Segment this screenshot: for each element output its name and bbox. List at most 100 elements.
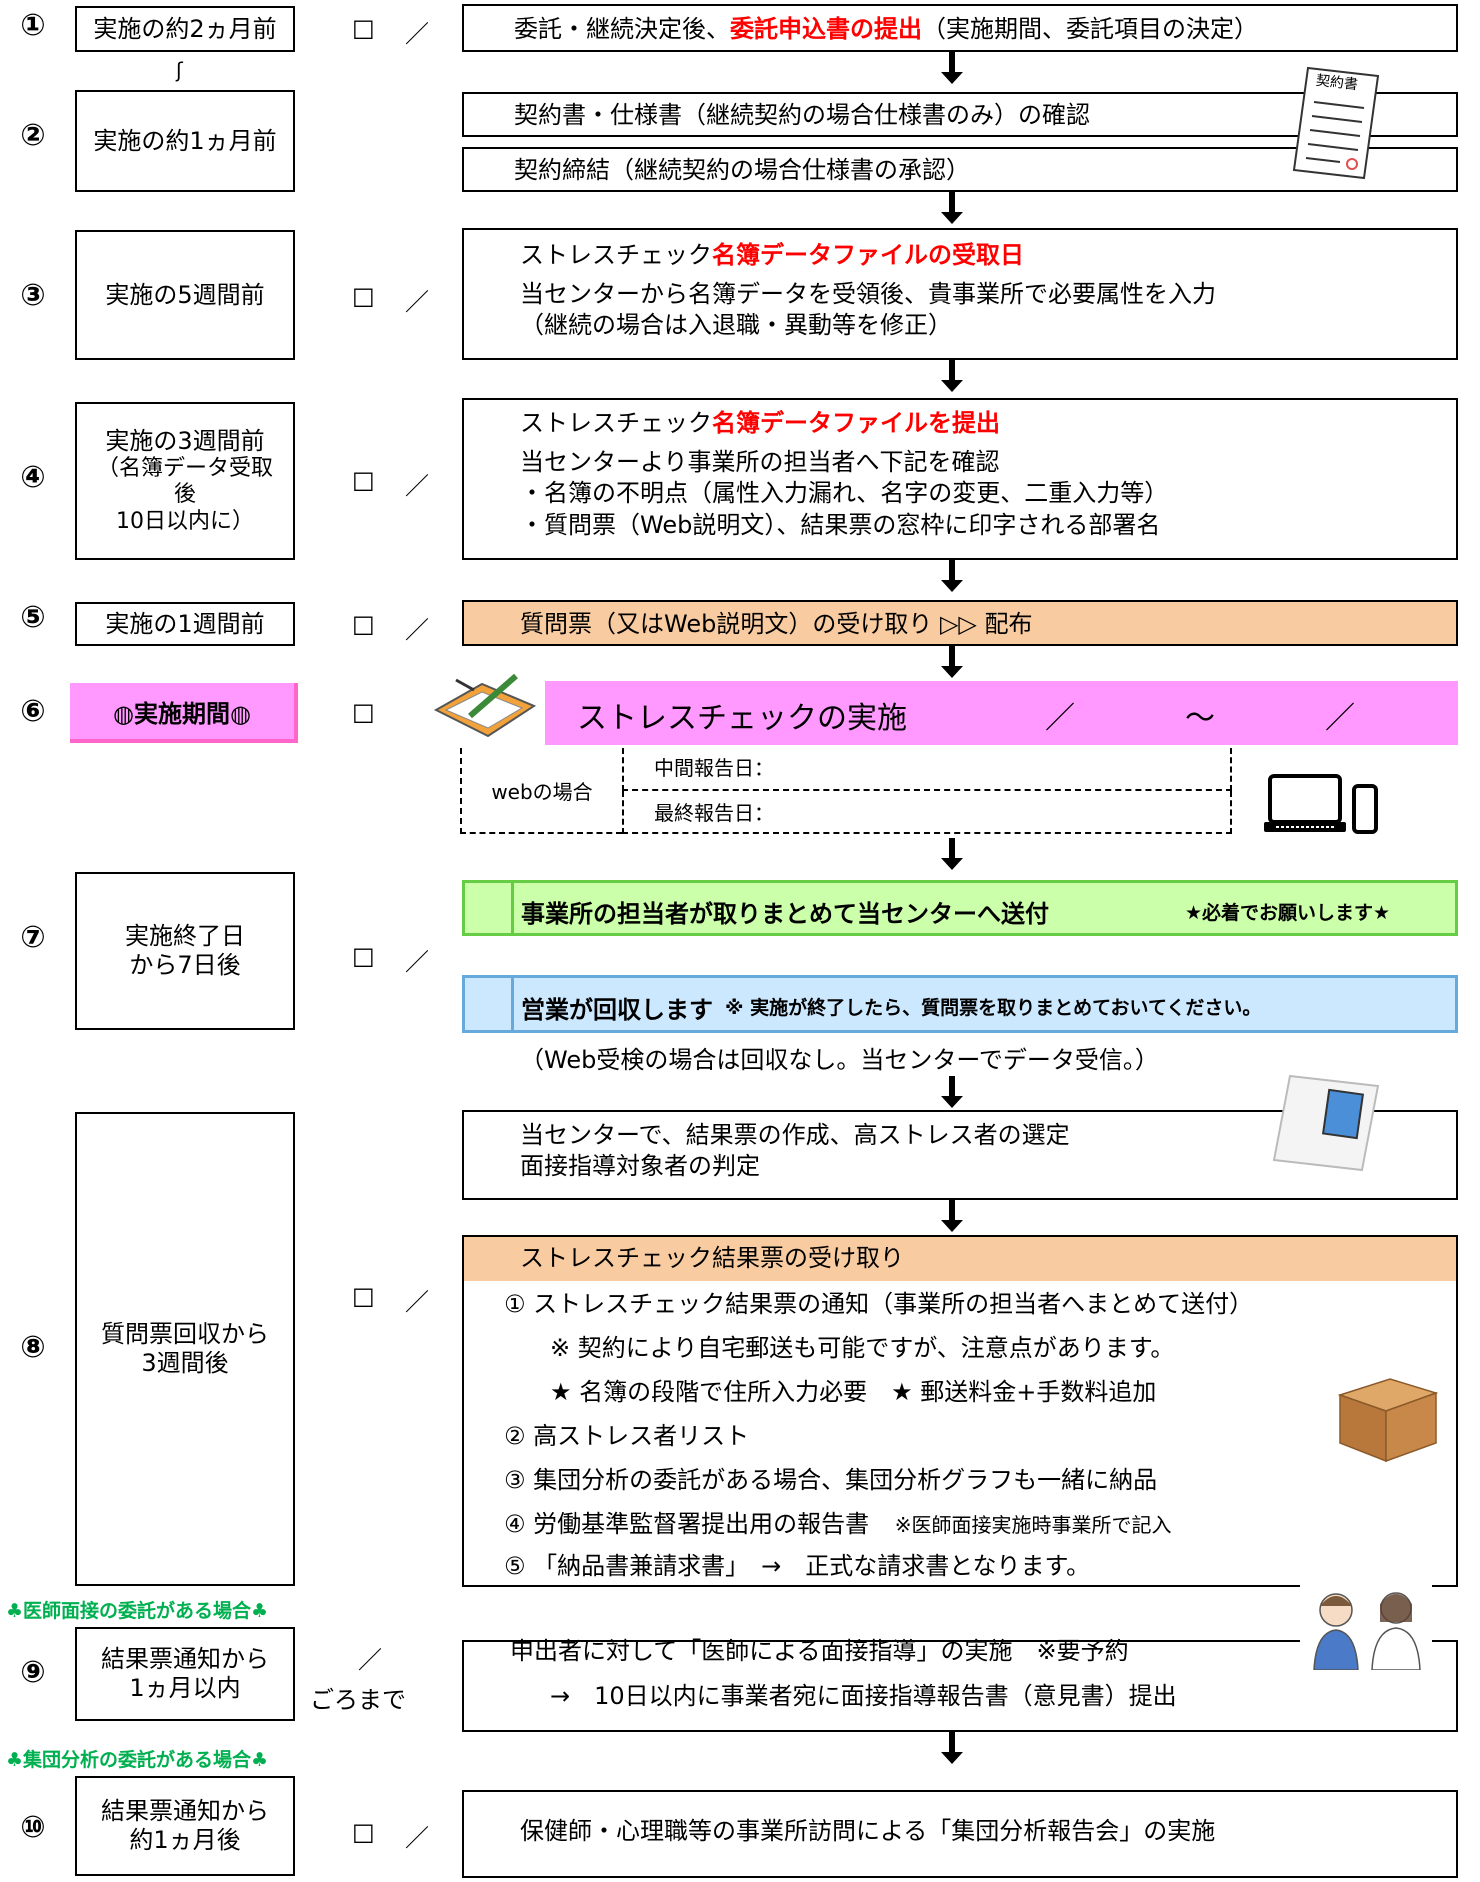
step8-head: ストレスチェック結果票の受け取り — [520, 1244, 904, 1272]
final-report-date[interactable]: 最終報告日： — [654, 801, 774, 825]
step5-text: 質問票（又はWeb説明文）の受け取り ▷▷ 配布 — [520, 610, 1033, 638]
step9-line1: 申出者に対して「医師による面接指導」の実施 ※要予約 — [510, 1637, 1129, 1665]
step6-timing: ◍実施期間◍ — [70, 683, 298, 743]
step7-web-note: （Web受検の場合は回収なし。当センターでデータ受信。） — [520, 1046, 1159, 1074]
step3-date-slash: ／ — [405, 288, 429, 316]
step3-box: ストレスチェック名簿データファイルの受取日 当センターから名簿データを受領後、貴… — [462, 228, 1458, 360]
step7-number: ⑦ — [20, 920, 46, 955]
step1-text-b: （実施期間、委託項目の決定） — [922, 15, 1258, 43]
step6-checkbox[interactable]: □ — [352, 698, 375, 726]
green-box-divider — [511, 883, 514, 933]
step6-start-slash: ／ — [1045, 701, 1075, 736]
step8-timing: 質問票回収から 3週間後 — [75, 1112, 295, 1586]
step4-timing-1: 実施の3週間前 — [105, 427, 265, 456]
step1-timing: 実施の約2ヵ月前 — [75, 6, 295, 52]
step8-item2: ② 高ストレス者リスト — [504, 1422, 750, 1450]
arrow-9 — [941, 1732, 963, 1764]
step6-number: ⑥ — [20, 694, 46, 729]
step10-section-label: ♣集団分析の委託がある場合♣ — [6, 1749, 269, 1771]
blue-box-divider — [511, 978, 514, 1030]
step10-timing-1: 結果票通知から — [101, 1797, 269, 1826]
step7-green-note: ★必着でお願いします★ — [1185, 902, 1391, 924]
step6-box: ストレスチェックの実施 ／ ～ ／ — [545, 681, 1458, 745]
step8-item4: ④ 労働基準監督署提出用の報告書 ※医師面接実施時事業所で記入 — [504, 1509, 1172, 1540]
step3-line1: 当センターから名簿データを受領後、貴事業所で必要属性を入力 — [520, 280, 1216, 309]
step1-box: 委託・継続決定後、委託申込書の提出（実施期間、委託項目の決定） — [462, 4, 1458, 52]
step4-line1: 当センターより事業所の担当者へ下記を確認 — [520, 448, 1000, 477]
step9-timing-2: 1ヵ月以内 — [129, 1674, 241, 1702]
mid-report-row: 中間報告日： — [622, 748, 1232, 791]
step9-box: 申出者に対して「医師による面接指導」の実施 ※要予約 → 10日以内に事業者宛に… — [462, 1637, 1458, 1732]
step4-title-a: ストレスチェック — [520, 409, 712, 437]
arrow-8 — [941, 1200, 963, 1232]
step1-checkbox[interactable]: □ — [352, 14, 375, 42]
arrow-3 — [941, 360, 963, 392]
step8-item4-note: ※医師面接実施時事業所で記入 — [894, 1513, 1172, 1537]
step8-timing-2: 3週間後 — [141, 1349, 229, 1377]
step7-date-slash: ／ — [405, 948, 429, 976]
result-envelope-icon — [1270, 1072, 1382, 1172]
step4-checkbox[interactable]: □ — [352, 466, 375, 494]
step7-timing: 実施終了日 から7日後 — [75, 872, 295, 1030]
step7-timing-2: から7日後 — [129, 951, 241, 979]
step4-date-slash: ／ — [405, 472, 429, 500]
step10-timing: 結果票通知から 約1ヵ月後 — [75, 1776, 295, 1876]
step1-continue-mark: ʃ — [176, 58, 183, 82]
arrow-1 — [941, 52, 963, 84]
step7-timing-1: 実施終了日 — [125, 922, 245, 951]
step8-item1: ① ストレスチェック結果票の通知（事業所の担当者へまとめて送付） — [504, 1290, 1254, 1318]
step10-number: ⑩ — [20, 1810, 46, 1845]
step2-number: ② — [20, 118, 46, 153]
step8-result-header: ストレスチェック結果票の受け取り — [464, 1237, 1456, 1281]
step9-section-label: ♣医師面接の委託がある場合♣ — [6, 1600, 269, 1622]
step9-until: ごろまで — [310, 1686, 406, 1714]
mid-report-date[interactable]: 中間報告日： — [654, 756, 774, 780]
step10-box: 保健師・心理職等の事業所訪問による「集団分析報告会」の実施 — [462, 1790, 1458, 1878]
step4-number: ④ — [20, 460, 46, 495]
step4-line2: ・名簿の不明点（属性入力漏れ、名字の変更、二重入力等） — [520, 479, 1169, 508]
step10-checkbox[interactable]: □ — [352, 1818, 375, 1846]
step8-item3: ③ 集団分析の委託がある場合、集団分析グラフも一緒に納品 — [504, 1466, 1158, 1494]
arrow-5 — [941, 646, 963, 678]
step3-title-a: ストレスチェック — [520, 241, 712, 269]
step10-date-slash: ／ — [405, 1824, 429, 1852]
cardboard-box-icon — [1332, 1365, 1442, 1465]
step9-line2: → 10日以内に事業者宛に面接指導報告書（意見書）提出 — [550, 1682, 1177, 1711]
step4-timing-3: 後 — [173, 482, 196, 508]
arrow-2 — [941, 192, 963, 224]
step2-text2: 契約締結（継続契約の場合仕様書の承認） — [514, 156, 970, 184]
step3-title-red: 名簿データファイルの受取日 — [712, 241, 1024, 269]
step7-green-text: 事業所の担当者が取りまとめて当センターへ送付 — [521, 900, 1049, 928]
step7-blue-box: 営業が回収します ※ 実施が終了したら、質問票を取りまとめておいてください。 — [462, 975, 1458, 1033]
step5-number: ⑤ — [20, 600, 46, 635]
step6-text: ストレスチェックの実施 — [577, 701, 907, 736]
step8-number: ⑧ — [20, 1330, 46, 1365]
step4-timing-2: （名簿データ受取 — [96, 455, 273, 481]
step3-checkbox[interactable]: □ — [352, 282, 375, 310]
step8-item1-star: ★ 名簿の段階で住所入力必要 ★ 郵送料金+手数料追加 — [550, 1378, 1157, 1406]
step9-number: ⑨ — [20, 1655, 46, 1690]
step8-checkbox[interactable]: □ — [352, 1282, 375, 1310]
step4-timing-4: 10日以内に） — [116, 508, 254, 534]
step4-title-red: 名簿データファイルを提出 — [712, 409, 1000, 437]
step3-number: ③ — [20, 278, 46, 313]
step7-checkbox[interactable]: □ — [352, 942, 375, 970]
step7-blue-text: 営業が回収します — [521, 996, 713, 1024]
step8-date-slash: ／ — [405, 1288, 429, 1316]
step5-checkbox[interactable]: □ — [352, 610, 375, 638]
step4-box: ストレスチェック名簿データファイルを提出 当センターより事業所の担当者へ下記を確… — [462, 398, 1458, 560]
arrow-4 — [941, 560, 963, 592]
step6-end-slash: ／ — [1325, 701, 1355, 736]
clipboard-pencil-icon — [430, 670, 540, 746]
laptop-phone-icon — [1262, 772, 1382, 836]
step8-timing-1: 質問票回収から — [101, 1320, 269, 1349]
step9-date-slash: ／ — [358, 1646, 382, 1674]
arrow-6 — [941, 838, 963, 870]
step7-blue-note: ※ 実施が終了したら、質問票を取りまとめておいてください。 — [725, 997, 1262, 1019]
step5-date-slash: ／ — [405, 616, 429, 644]
step2-box2: 契約締結（継続契約の場合仕様書の承認） — [462, 147, 1458, 192]
contract-icon-label: 契約書 — [1315, 72, 1359, 94]
step6-range-tilde: ～ — [1185, 701, 1215, 736]
step8-item4-text: ④ 労働基準監督署提出用の報告書 — [504, 1510, 870, 1538]
step9-timing: 結果票通知から 1ヵ月以内 — [75, 1627, 295, 1721]
